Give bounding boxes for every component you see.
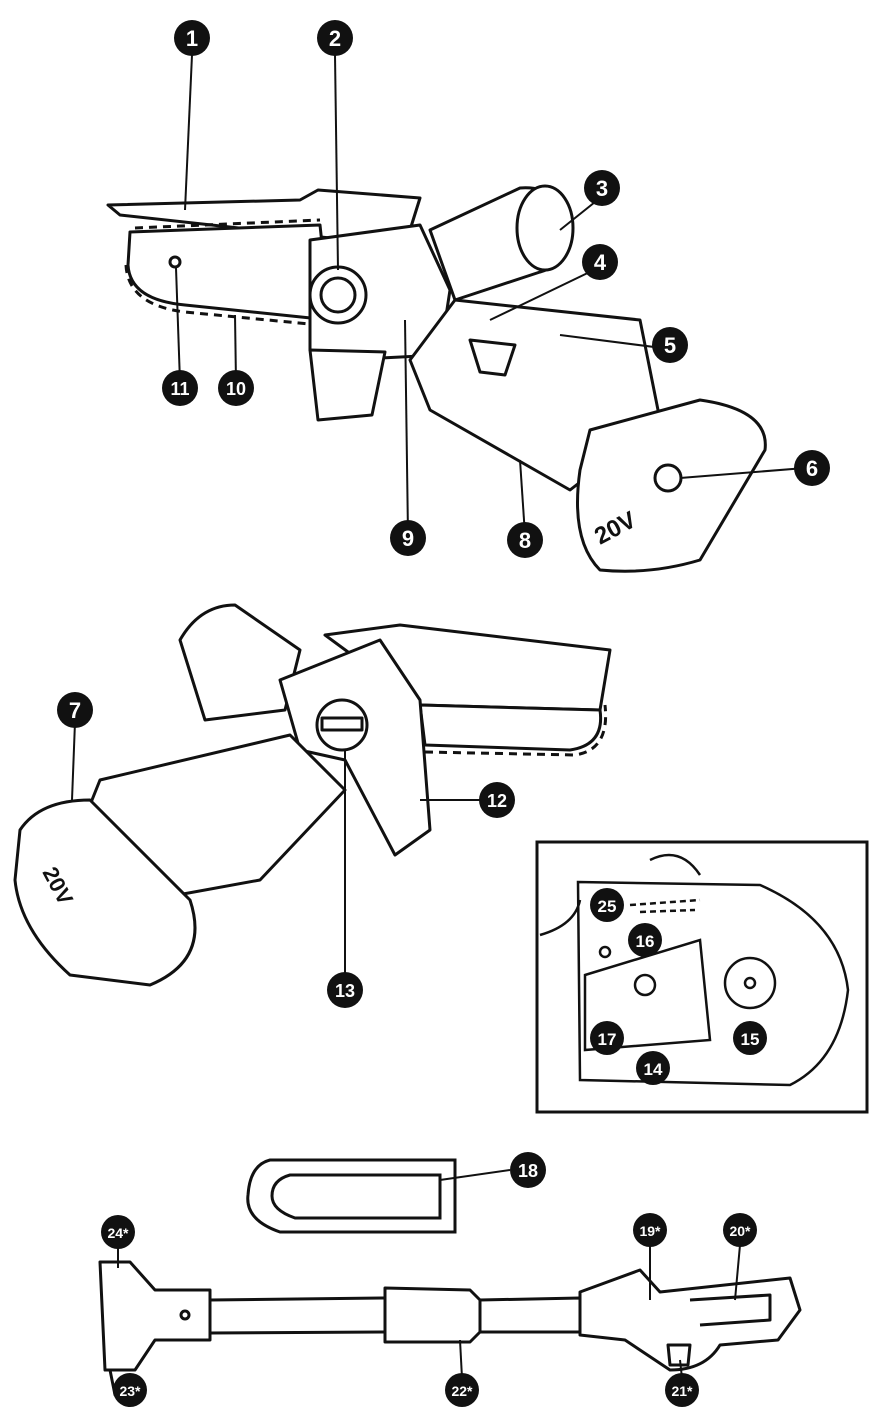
callout-25: 25 bbox=[590, 888, 624, 922]
callout-22: 22* bbox=[445, 1373, 479, 1407]
callout-1: 1 bbox=[174, 20, 210, 56]
svg-text:13: 13 bbox=[335, 981, 355, 1001]
inset-chain-link bbox=[629, 898, 701, 914]
callout-3: 3 bbox=[584, 170, 620, 206]
battery-release-button bbox=[653, 463, 683, 493]
svg-text:24*: 24* bbox=[107, 1225, 129, 1241]
tension-knob-inner bbox=[319, 276, 357, 314]
callout-7: 7 bbox=[57, 692, 93, 728]
svg-text:22*: 22* bbox=[451, 1383, 473, 1399]
inset-housing-curve bbox=[539, 853, 702, 937]
callout-12: 12 bbox=[479, 782, 515, 818]
svg-text:8: 8 bbox=[519, 528, 531, 553]
motor-cap bbox=[515, 184, 575, 272]
svg-text:20*: 20* bbox=[729, 1223, 751, 1239]
callout-4: 4 bbox=[582, 244, 618, 280]
rear-motor-housing bbox=[178, 603, 302, 722]
inset-body-outline bbox=[576, 880, 850, 1087]
callout-18: 18 bbox=[510, 1152, 546, 1188]
guide-bar bbox=[126, 223, 332, 322]
inset-drive-sprocket bbox=[723, 956, 777, 1010]
upper-guard bbox=[106, 188, 422, 240]
callout-15: 15 bbox=[733, 1021, 767, 1055]
svg-text:12: 12 bbox=[487, 791, 507, 811]
svg-text:19*: 19* bbox=[639, 1223, 661, 1239]
leader-lines-front bbox=[175, 54, 806, 536]
callout-20: 20* bbox=[723, 1213, 757, 1247]
trigger bbox=[468, 338, 517, 377]
callout-5: 5 bbox=[652, 327, 688, 363]
svg-text:23*: 23* bbox=[119, 1383, 141, 1399]
svg-text:3: 3 bbox=[596, 176, 608, 201]
inset-bar-plate bbox=[583, 938, 712, 1052]
svg-text:2: 2 bbox=[329, 26, 341, 51]
scabbard-outline bbox=[246, 1158, 457, 1234]
callout-9: 9 bbox=[390, 520, 426, 556]
svg-text:9: 9 bbox=[402, 526, 414, 551]
svg-text:1: 1 bbox=[186, 26, 198, 51]
rear-guide-bar bbox=[418, 703, 603, 752]
inset-small-hole bbox=[598, 945, 612, 959]
pole-shaft bbox=[208, 1296, 387, 1335]
svg-text:21*: 21* bbox=[671, 1383, 693, 1399]
pole-head bbox=[98, 1260, 212, 1372]
battery-pack-rear bbox=[13, 798, 197, 987]
callout-24: 24* bbox=[101, 1215, 135, 1249]
pole-lower-shaft bbox=[478, 1296, 582, 1334]
scabbard bbox=[246, 1158, 457, 1234]
callout-23: 23* bbox=[113, 1373, 147, 1407]
callout-21: 21* bbox=[665, 1373, 699, 1407]
scabbard-inner bbox=[270, 1173, 442, 1220]
callout-13: 13 bbox=[327, 972, 363, 1008]
svg-text:17: 17 bbox=[598, 1030, 617, 1049]
locking-collar bbox=[383, 1286, 482, 1344]
svg-text:7: 7 bbox=[69, 698, 81, 723]
svg-text:16: 16 bbox=[636, 932, 655, 951]
callout-16: 16 bbox=[628, 923, 662, 957]
callout-6: 6 bbox=[794, 450, 830, 486]
svg-text:10: 10 bbox=[226, 379, 246, 399]
inset-bolt bbox=[633, 973, 657, 997]
inset-frame bbox=[535, 840, 869, 1114]
leader-lines-rear bbox=[71, 721, 482, 975]
detail-inset bbox=[535, 840, 869, 1114]
leader-18 bbox=[439, 1169, 511, 1181]
bar-nut-hole bbox=[168, 255, 182, 269]
chain-teeth bbox=[124, 218, 331, 328]
svg-text:11: 11 bbox=[170, 379, 189, 399]
svg-text:6: 6 bbox=[806, 456, 818, 481]
callout-19: 19* bbox=[633, 1213, 667, 1247]
callout-11: 11 bbox=[162, 370, 198, 406]
pole-trigger bbox=[666, 1343, 692, 1367]
chainsaw-front-view: 20V bbox=[106, 184, 767, 573]
svg-text:18: 18 bbox=[518, 1161, 538, 1181]
inset-sprocket-center bbox=[743, 976, 757, 990]
svg-text:4: 4 bbox=[594, 250, 607, 275]
callout-10: 10 bbox=[218, 370, 254, 406]
pole-handle-grip bbox=[689, 1293, 772, 1327]
svg-text:14: 14 bbox=[644, 1060, 663, 1079]
callout-2: 2 bbox=[317, 20, 353, 56]
pole-extension bbox=[98, 1260, 802, 1397]
svg-text:5: 5 bbox=[664, 333, 676, 358]
lower-guard bbox=[308, 348, 387, 422]
pole-handle bbox=[578, 1268, 802, 1372]
pole-head-hole bbox=[179, 1309, 191, 1321]
callouts: 1 2 3 4 5 6 7 8 9 10 11 12 13 14 15 16 1… bbox=[57, 20, 830, 1407]
svg-text:25: 25 bbox=[598, 897, 617, 916]
svg-text:15: 15 bbox=[741, 1030, 760, 1049]
callout-14: 14 bbox=[636, 1051, 670, 1085]
callout-17: 17 bbox=[590, 1021, 624, 1055]
chainsaw-rear-view: 20V bbox=[13, 603, 612, 987]
callout-8: 8 bbox=[507, 522, 543, 558]
rear-knob-slot bbox=[320, 716, 364, 732]
